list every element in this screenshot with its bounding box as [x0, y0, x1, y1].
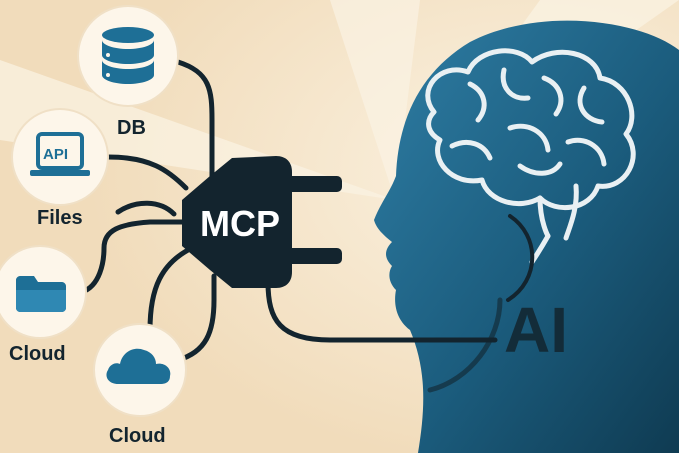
mcp-plug: MCP — [182, 156, 342, 288]
cables — [79, 59, 503, 393]
cloud-icon — [106, 348, 171, 384]
laptop-api-icon: API — [30, 132, 90, 176]
api-circle — [11, 108, 109, 206]
plug-body — [182, 156, 292, 288]
cloud-node — [93, 323, 187, 417]
neck-cable — [506, 214, 535, 302]
db-label: DB — [117, 117, 146, 139]
brain-icon — [425, 48, 636, 241]
cloud-label-bottom: Cloud — [109, 425, 166, 447]
api-icon-text: API — [43, 146, 68, 163]
ai-label: AI — [504, 294, 568, 366]
db-node — [77, 5, 179, 107]
cloud-label-left: Cloud — [9, 343, 66, 365]
plug-label: MCP — [200, 203, 280, 244]
files-label: Files — [37, 207, 83, 229]
api-node: API — [11, 108, 109, 206]
folder-node — [0, 245, 87, 339]
database-icon — [102, 27, 154, 84]
folder-front-icon — [16, 290, 66, 312]
